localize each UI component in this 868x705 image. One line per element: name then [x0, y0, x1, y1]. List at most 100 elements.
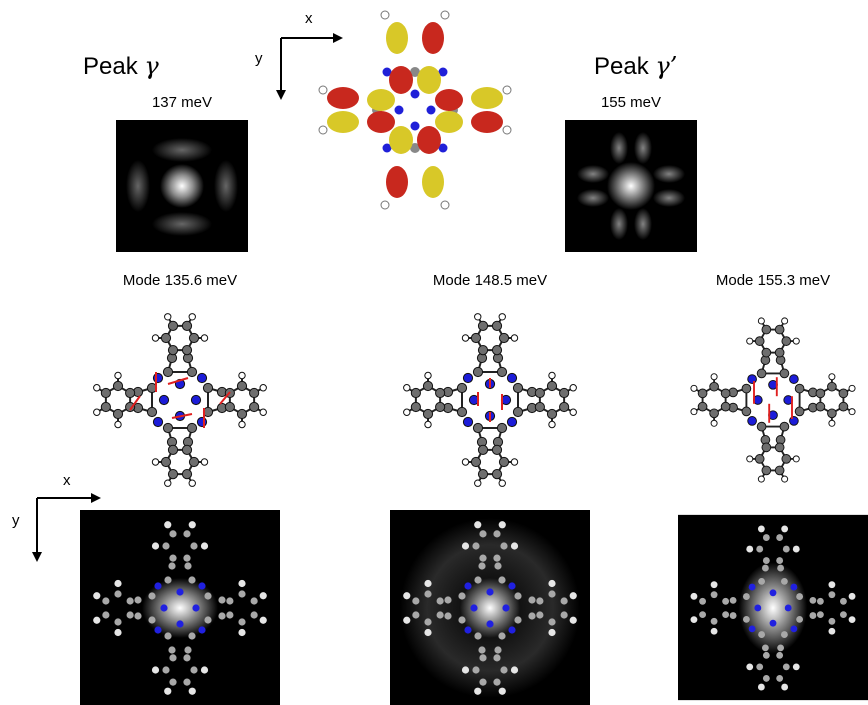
mode-2-map-atom-c [514, 592, 522, 600]
mode-3-atom-c [720, 401, 731, 412]
mode-2-map-atom-c [479, 530, 487, 538]
mode-1-map-atom-c [164, 632, 172, 640]
mode-3-map-atom-h [828, 581, 836, 589]
mode-1-map-atom-c [183, 554, 191, 562]
mode-1-atom-n [196, 372, 208, 384]
mode-3-map-atom-c [776, 557, 784, 565]
mode-1-atom-c [162, 422, 174, 434]
mode-3-map-atom-c [762, 651, 770, 659]
mode-3-map-atom-n [769, 589, 777, 597]
mode-1-map-atom-h [114, 579, 122, 588]
mode-1-atom-c [167, 345, 179, 356]
mode-2-atom-h [510, 334, 519, 342]
mode-3-map-atom-c [809, 612, 817, 619]
mode-3-map-atom-c [776, 534, 784, 541]
mode-1-map-atom-h [238, 628, 246, 637]
mode-3-map-atom-h [746, 663, 754, 671]
mode-1-atom-h [164, 313, 172, 321]
peak-gamma-map [116, 120, 248, 252]
mode-2-map-atom-c [412, 597, 420, 605]
mode-3-map-atom-c [722, 597, 730, 605]
mode-1-map-atom-h [259, 592, 267, 600]
mode-2-atom-c [472, 422, 484, 434]
mode-3-map-atom-c [776, 674, 784, 682]
mode-2-map-atom-c [424, 618, 432, 626]
mode-3-map [678, 510, 868, 705]
mode-1-atom-c [181, 469, 193, 480]
mode-1-map-atom-h [151, 666, 160, 674]
mode-3-map-atom-h [848, 592, 856, 600]
mode-3-map-atom-c [839, 597, 847, 605]
mode-2-map-atom-h [461, 542, 470, 550]
mode-3-atom-c [756, 421, 767, 432]
mode-1-map-atom-c [183, 678, 191, 686]
mode-3-atom-h [781, 475, 789, 483]
mode-2-map-atom-c [560, 611, 568, 619]
mode-3-map-atom-h [848, 616, 856, 624]
mode-2-map-atom-h [548, 628, 556, 637]
mode-2-map-atom-h [510, 542, 519, 550]
mode-1-map-atom-c [126, 597, 134, 605]
mode-2-atom-c [491, 444, 503, 455]
mode-2-map-atom-n [464, 582, 472, 590]
mode-2-atom-c [435, 401, 446, 413]
mode-2-atom-c [534, 387, 545, 399]
mode-2-atom-c [472, 366, 484, 378]
mode-2-map-atom-c [536, 597, 544, 605]
mode-3-atom-h [757, 475, 765, 483]
mode-2-atom-c [422, 408, 434, 420]
mode-2-map-atom-h [461, 666, 470, 674]
mode-3-map-atom-c [729, 612, 737, 619]
peak-gamma-title: Peak γ [83, 52, 159, 81]
mode-2-map-atom-h [498, 687, 506, 695]
mode-2-atom-c [491, 469, 503, 480]
mode-2-map-atom-c [493, 530, 501, 538]
mode-2-map-intensity [460, 578, 520, 638]
mode-2-map-atom-n [486, 620, 494, 628]
mode-3-atom-c [709, 408, 719, 419]
mode-2-atom-h [461, 458, 470, 466]
mode-3-map-atom-h [757, 683, 765, 691]
mode-3-map-atom-c [796, 615, 804, 623]
mode-2-atom-c [546, 380, 558, 392]
mode-2-atom-c [477, 444, 489, 455]
peak-gamma-prime-energy: 155 meV [600, 94, 662, 111]
mode-2-atom-c [546, 408, 558, 420]
mode-1-displacement-arrow [129, 395, 141, 411]
mode-3-map-atom-c [761, 644, 769, 652]
mode-3-map-atom-c [777, 564, 785, 572]
mode-3-atom-c [781, 454, 792, 464]
mode-1-map-atom-c [126, 611, 134, 619]
mode-3-atom-c [761, 347, 772, 358]
mode-3-atom-c [827, 408, 837, 419]
mode-3-map-atom-h [690, 592, 698, 600]
mode-1-map-atom-n [176, 588, 184, 596]
mode-2-map-atom-c [493, 554, 501, 562]
mode-3-map-atom-c [839, 611, 847, 619]
mode-3-map-atom-c [756, 545, 764, 553]
mode-2-map-atom-c [458, 592, 466, 600]
mode-2-map-atom-c [478, 562, 486, 570]
mode-3-map-atom-c [780, 631, 788, 638]
mode-3-map-atom-c [729, 596, 737, 604]
mode-1-atom-c [188, 456, 200, 468]
mode-1-atom-n [196, 416, 208, 428]
mode-3-atom-c [697, 388, 708, 399]
mode-3-atom-c [781, 336, 792, 346]
mode-3-atom-c [774, 465, 785, 476]
mode-1-map-atom-c [226, 611, 234, 619]
mode-2-atom-c [435, 387, 446, 399]
mode-2-map-atom-c [479, 654, 487, 662]
peak-gamma-energy: 137 meV [151, 94, 213, 111]
mode-1-atom-h [93, 384, 101, 392]
mode-3-atom-h [781, 317, 789, 325]
mode-1-map-atom-c [190, 666, 198, 674]
mode-3-atom-h [828, 373, 836, 381]
mode-1-map-atom-n [198, 582, 206, 590]
mode-1-map-atom-c [250, 597, 258, 605]
top-axis-y-label: y [255, 50, 263, 67]
mode-2-map-atom-h [569, 592, 577, 600]
mode-1-atom-c [186, 422, 198, 434]
mode-2-title: Mode 148.5 meV [432, 272, 548, 289]
mode-1-map-atom-c [162, 542, 170, 550]
